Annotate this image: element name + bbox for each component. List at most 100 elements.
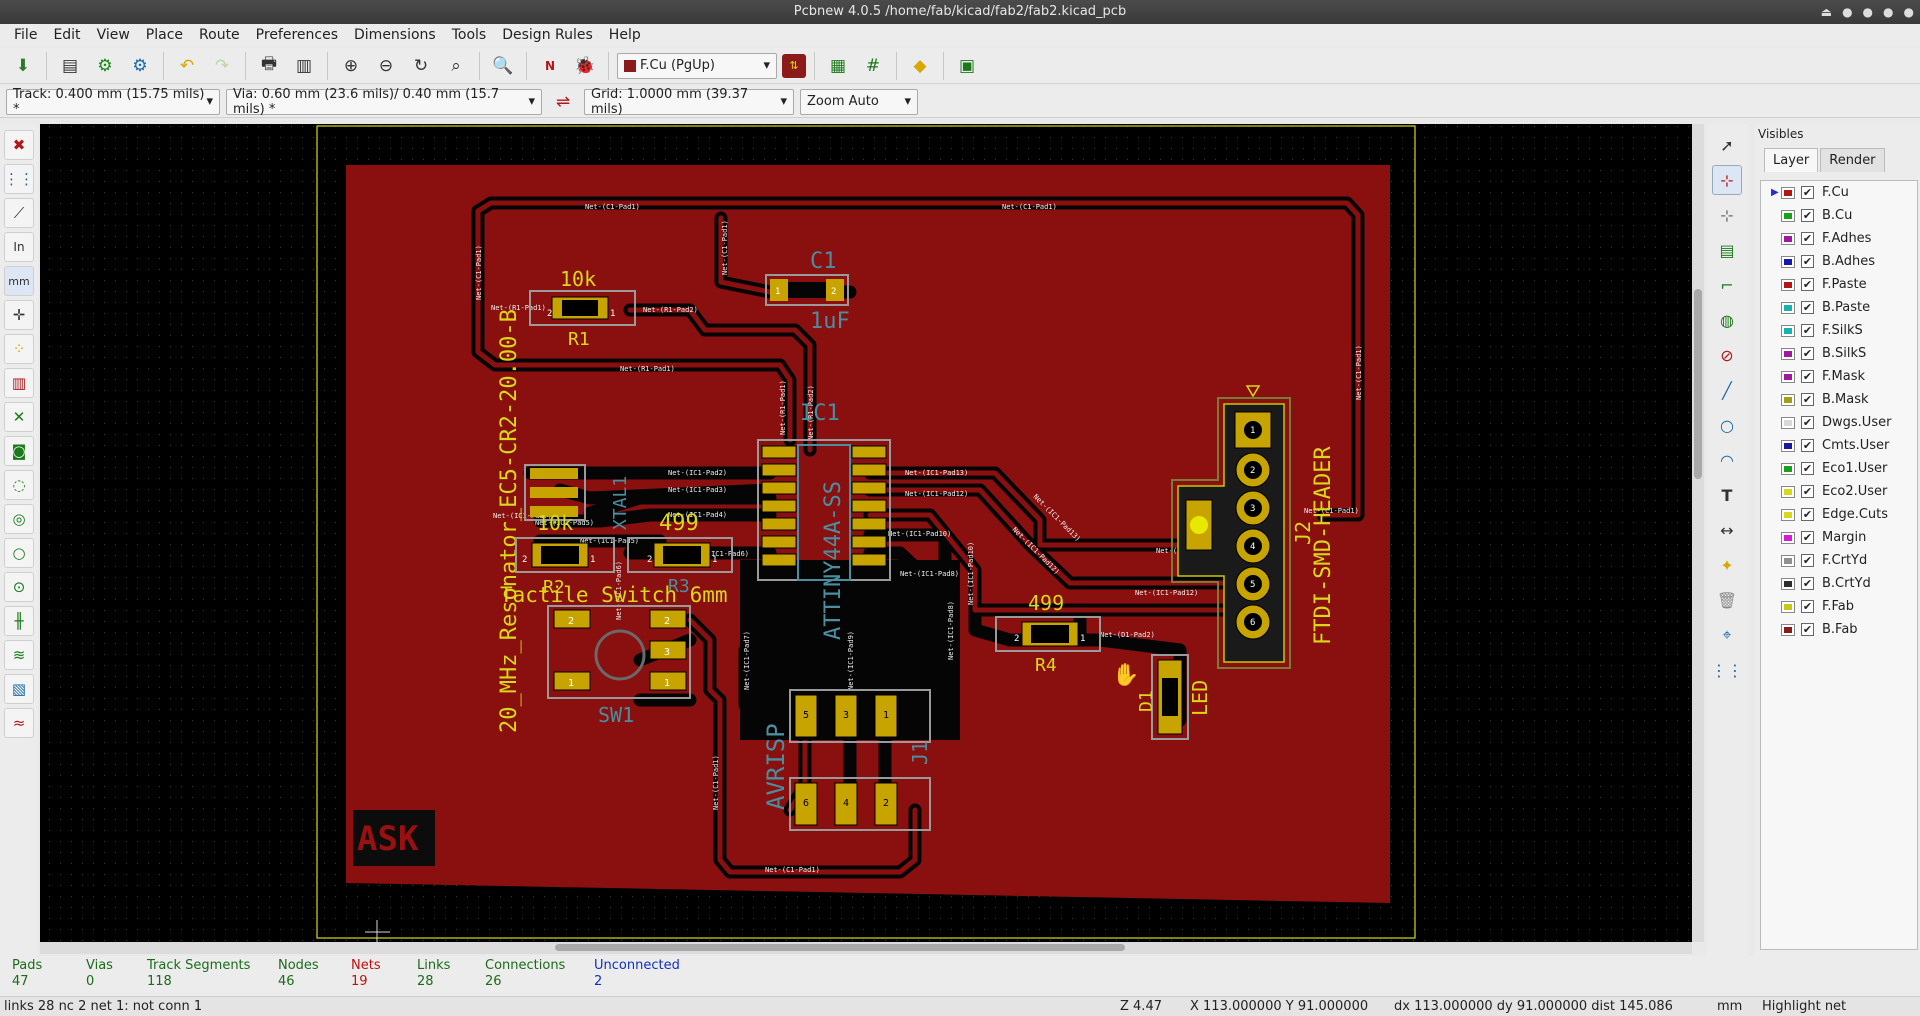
plot-icon[interactable]: ▥ [295, 55, 313, 76]
netlist-icon[interactable]: N [544, 58, 556, 73]
layer-visibility-checkbox[interactable]: ✔ [1801, 347, 1814, 360]
keepout-area-icon[interactable]: ⊘ [1720, 345, 1734, 365]
layer-visibility-checkbox[interactable]: ✔ [1801, 508, 1814, 521]
pad-sketch-icon[interactable]: ○ [4, 538, 34, 568]
tab-layer[interactable]: Layer [1764, 148, 1819, 172]
menu-design-rules[interactable]: Design Rules [502, 27, 593, 43]
menu-help[interactable]: Help [608, 27, 641, 43]
layer-row[interactable]: ✔Eco2.User [1761, 480, 1917, 503]
layer-color-swatch[interactable] [1781, 600, 1795, 613]
r4-footprint[interactable]: 2 1 499 R4 [995, 591, 1101, 676]
layer-visibility-checkbox[interactable]: ✔ [1801, 623, 1814, 636]
add-line-icon[interactable]: ╱ [1722, 380, 1732, 400]
highlight-net-icon[interactable]: ⊹ [1712, 165, 1742, 195]
find-icon[interactable]: 🔍 [492, 55, 514, 76]
menu-file[interactable]: File [14, 27, 38, 43]
horizontal-scroll-thumb[interactable] [555, 944, 1125, 951]
high-contrast-icon[interactable]: ≋ [4, 640, 34, 670]
auto-track-width-icon[interactable]: ⇌ [555, 91, 571, 112]
select-arrow-icon[interactable]: ➚ [1720, 135, 1734, 155]
layer-visibility-checkbox[interactable]: ✔ [1801, 485, 1814, 498]
cursor-shape-icon[interactable]: ✛ [4, 300, 34, 330]
window-control-1[interactable]: ● [1842, 5, 1853, 19]
layer-visibility-checkbox[interactable]: ✔ [1801, 370, 1814, 383]
page-settings-icon[interactable]: ▤ [61, 55, 79, 76]
layer-visibility-checkbox[interactable]: ✔ [1801, 416, 1814, 429]
add-arc-icon[interactable]: ◠ [1720, 450, 1734, 470]
layer-visibility-checkbox[interactable]: ✔ [1801, 462, 1814, 475]
layer-row[interactable]: ✔F.Adhes [1761, 227, 1917, 250]
pcb-drawing[interactable]: Net-(C1-Pad1) Net-(C1-Pad1) Net-(R1-Pad2… [40, 124, 1692, 942]
layer-visibility-checkbox[interactable]: ✔ [1801, 554, 1814, 567]
layer-color-swatch[interactable] [1781, 370, 1795, 383]
layer-visibility-checkbox[interactable]: ✔ [1801, 324, 1814, 337]
menu-place[interactable]: Place [145, 27, 184, 43]
tab-render[interactable]: Render [1820, 148, 1885, 172]
menu-route[interactable]: Route [199, 27, 240, 43]
xtal1-footprint[interactable]: XTAL1 [524, 464, 631, 530]
layer-row[interactable]: ✔B.Mask [1761, 388, 1917, 411]
layer-visibility-checkbox[interactable]: ✔ [1801, 209, 1814, 222]
layer-color-swatch[interactable] [1781, 324, 1795, 337]
polar-coords-icon[interactable]: ⟋ [4, 198, 34, 228]
zoom-out-icon[interactable]: ⊖ [378, 55, 394, 76]
layer-color-swatch[interactable] [1781, 278, 1795, 291]
grid-origin-icon[interactable]: ⋮⋮ [1711, 660, 1743, 680]
ic1-footprint[interactable]: IC1 ATTINY44A-SS [757, 401, 891, 640]
window-control-3[interactable]: ● [1883, 5, 1894, 19]
r3-footprint[interactable]: 2 1 499 R3 [627, 511, 733, 597]
layer-row[interactable]: ✔Cmts.User [1761, 434, 1917, 457]
drc-off-icon[interactable]: ✖ [4, 130, 34, 160]
layer-color-swatch[interactable] [1781, 393, 1795, 406]
add-circle-icon[interactable]: ○ [1720, 415, 1734, 435]
set-origin-icon[interactable]: ⌖ [1722, 625, 1732, 644]
horizontal-scrollbar[interactable] [40, 942, 1692, 954]
mode-track-icon[interactable]: # [865, 55, 881, 76]
layer-row[interactable]: ✔Dwgs.User [1761, 411, 1917, 434]
layer-row[interactable]: ▶✔F.Cu [1761, 181, 1917, 204]
layer-row[interactable]: ✔Eco1.User [1761, 457, 1917, 480]
layer-selector[interactable]: F.Cu (PgUp) ▾ [617, 52, 777, 79]
layer-row[interactable]: ✔B.SilkS [1761, 342, 1917, 365]
layer-color-swatch[interactable] [1781, 347, 1795, 360]
layer-row[interactable]: ✔B.Cu [1761, 204, 1917, 227]
add-footprint-icon[interactable]: ▤ [1719, 240, 1735, 260]
layer-row[interactable]: ✔F.Paste [1761, 273, 1917, 296]
layer-color-swatch[interactable] [1781, 232, 1795, 245]
window-control-eject[interactable]: ⏏ [1820, 5, 1833, 19]
layer-color-swatch[interactable] [1781, 301, 1795, 314]
new-board-icon[interactable]: ⬇ [15, 55, 31, 76]
route-track-icon[interactable]: ⌐ [1720, 275, 1734, 295]
menu-view[interactable]: View [96, 27, 130, 43]
menu-preferences[interactable]: Preferences [255, 27, 339, 43]
layer-color-swatch[interactable] [1781, 416, 1795, 429]
layer-row[interactable]: ✔F.SilkS [1761, 319, 1917, 342]
track-sketch-icon[interactable]: ╫ [4, 606, 34, 636]
layer-color-swatch[interactable] [1781, 554, 1795, 567]
scripting-console-icon[interactable]: ▣ [958, 55, 976, 76]
vertical-scrollbar[interactable] [1692, 124, 1704, 942]
c1-footprint[interactable]: 1 2 C1 1uF [765, 249, 850, 334]
footprint-editor-icon[interactable]: ⚙ [132, 55, 148, 76]
menu-tools[interactable]: Tools [451, 27, 487, 43]
layer-visibility-checkbox[interactable]: ✔ [1801, 255, 1814, 268]
add-text-icon[interactable]: T [1721, 485, 1733, 505]
layer-row[interactable]: ✔B.Paste [1761, 296, 1917, 319]
auto-delete-track-icon[interactable]: ✕ [4, 402, 34, 432]
units-inch-icon[interactable]: In [4, 232, 34, 262]
layer-color-swatch[interactable] [1781, 439, 1795, 452]
layer-color-swatch[interactable] [1781, 186, 1795, 199]
redraw-icon[interactable]: ↻ [413, 55, 429, 76]
sw1-footprint[interactable]: 2 2 3 1 1 SW1 [547, 605, 691, 727]
local-ratsnest-icon[interactable]: ⊹ [1720, 205, 1734, 225]
layer-color-swatch[interactable] [1781, 577, 1795, 590]
window-control-2[interactable]: ● [1862, 5, 1874, 19]
add-dimension-icon[interactable]: ↔ [1720, 520, 1734, 540]
units-mm-icon[interactable]: mm [4, 266, 34, 296]
menu-edit[interactable]: Edit [53, 27, 81, 43]
layer-color-swatch[interactable] [1781, 209, 1795, 222]
r2-footprint[interactable]: 2 1 10k R2 [515, 511, 615, 598]
layer-visibility-checkbox[interactable]: ✔ [1801, 232, 1814, 245]
track-width-select[interactable]: Track: 0.400 mm (15.75 mils) *▾ [6, 87, 220, 117]
